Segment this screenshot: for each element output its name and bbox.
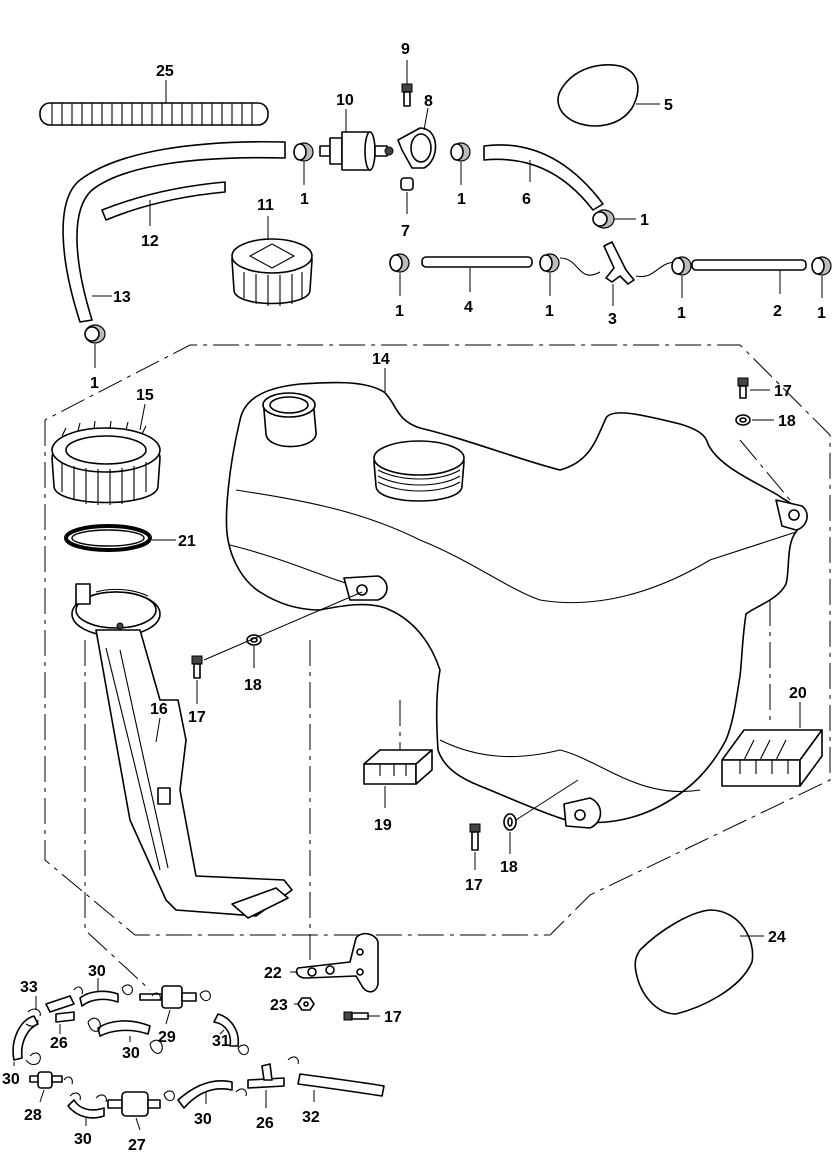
callout-22: 22	[264, 965, 282, 982]
callout-15: 15	[136, 387, 154, 404]
callout-14: 14	[372, 351, 390, 368]
callout-17c: 17	[465, 877, 483, 894]
callout-21: 21	[178, 533, 196, 550]
clip-bracket-8	[397, 127, 437, 169]
callout-1a: 1	[300, 191, 309, 208]
t-connector-3	[603, 241, 635, 285]
seal-ring-21	[64, 524, 152, 552]
hose-13	[62, 140, 286, 323]
callout-31: 31	[212, 1033, 230, 1050]
foam-pad-20	[721, 729, 823, 787]
callout-30a: 30	[88, 963, 106, 980]
assembly-boundary	[44, 344, 831, 991]
callout-1g: 1	[817, 305, 826, 322]
hose-clamp	[671, 256, 692, 276]
callout-3: 3	[608, 311, 617, 328]
hose-clamp	[592, 209, 615, 229]
callout-26b: 26	[256, 1115, 274, 1132]
foam-pad-19	[363, 749, 433, 785]
callout-33: 33	[20, 979, 38, 996]
callout-19: 19	[374, 817, 392, 834]
gasket-pad-24	[634, 909, 754, 1015]
callout-11: 11	[257, 197, 274, 214]
washer-18	[503, 813, 517, 831]
callout-30d: 30	[74, 1131, 92, 1148]
callout-1b: 1	[457, 191, 466, 208]
screw-17	[737, 377, 749, 399]
callout-18b: 18	[778, 413, 796, 430]
hose-clamp	[293, 142, 314, 162]
fuel-pump-16	[71, 583, 293, 919]
callout-30e: 30	[194, 1111, 212, 1128]
washer-18	[735, 414, 751, 426]
hose-clamp	[84, 324, 106, 344]
callout-25: 25	[156, 63, 174, 80]
screw-17	[343, 1011, 369, 1021]
callout-1h: 1	[90, 375, 99, 392]
callout-30b: 30	[122, 1045, 140, 1062]
callout-4: 4	[464, 299, 473, 316]
screw-17	[469, 823, 481, 851]
fuel-tank-14	[225, 381, 808, 829]
callout-1c: 1	[640, 212, 649, 229]
callout-18c: 18	[500, 859, 518, 876]
callout-27: 27	[128, 1137, 146, 1154]
callout-23: 23	[270, 997, 288, 1014]
callout-16: 16	[150, 701, 168, 718]
callout-8: 8	[424, 93, 433, 110]
pin-7	[400, 177, 414, 191]
callout-1f: 1	[677, 305, 686, 322]
corrugated-tube	[39, 102, 269, 126]
callout-18a: 18	[244, 677, 262, 694]
screw-9	[401, 83, 413, 107]
bracket-22	[295, 932, 379, 993]
callout-6: 6	[522, 191, 531, 208]
callout-12: 12	[141, 233, 159, 250]
callout-28: 28	[24, 1107, 42, 1124]
callout-5: 5	[664, 97, 673, 114]
fuel-filter-10	[319, 131, 394, 171]
callout-10: 10	[336, 92, 354, 109]
hose-clamp	[389, 253, 410, 273]
gasket-pad-5	[557, 64, 639, 127]
callout-7: 7	[401, 223, 410, 240]
tube-4	[421, 256, 533, 268]
callout-24: 24	[768, 929, 786, 946]
callout-17b: 17	[774, 383, 792, 400]
hose-clamp	[450, 142, 471, 162]
filler-cap-11	[231, 238, 313, 306]
hose-12	[101, 181, 226, 221]
lower-hose-kit	[12, 984, 385, 1119]
hose-6	[483, 144, 604, 211]
callout-2: 2	[773, 303, 782, 320]
screw-17	[191, 655, 203, 679]
lock-ring-15	[51, 420, 161, 505]
hose-clamp	[539, 253, 560, 273]
callout-13: 13	[113, 289, 131, 306]
callout-9: 9	[401, 41, 410, 58]
callout-17d: 17	[384, 1009, 402, 1026]
tube-2	[691, 259, 807, 271]
callout-29: 29	[158, 1029, 176, 1046]
callout-20: 20	[789, 685, 807, 702]
callout-30c: 30	[2, 1071, 20, 1088]
callout-17a: 17	[188, 709, 206, 726]
callout-1d: 1	[395, 303, 404, 320]
callout-32: 32	[302, 1109, 320, 1126]
callout-26a: 26	[50, 1035, 68, 1052]
hose-clamp	[811, 256, 832, 276]
nut-23	[297, 997, 315, 1011]
callout-1e: 1	[545, 303, 554, 320]
